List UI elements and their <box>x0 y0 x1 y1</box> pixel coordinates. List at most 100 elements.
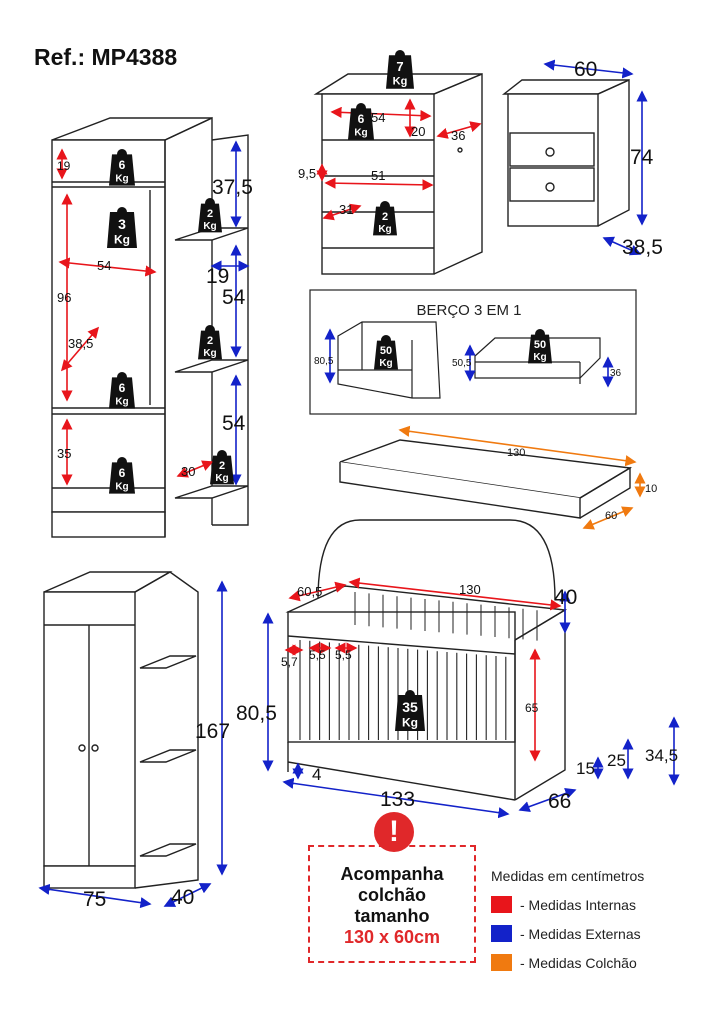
weight-unit: Kg <box>203 221 216 232</box>
crib-dim-133: 133 <box>380 788 415 811</box>
wardrobe-dim-54a: 54 <box>97 258 111 273</box>
notice-line-1: Acompanha <box>340 864 444 884</box>
dresser-dim-9-5: 9,5 <box>298 166 316 181</box>
crib-box-dim-80-5: 80,5 <box>314 356 334 367</box>
weight-unit: Kg <box>115 397 128 408</box>
closed-wardrobe-dim-75: 75 <box>83 888 106 911</box>
weight-value: 2 <box>207 335 213 347</box>
mattress-dim-130: 130 <box>507 447 525 459</box>
crib-dim-5-5b: 5,5 <box>335 648 352 662</box>
wardrobe-dim-37-5: 37,5 <box>212 176 253 199</box>
weight-value: 2 <box>382 211 388 223</box>
wardrobe-dim-96: 96 <box>57 290 71 305</box>
wardrobe-dim-19a: 19 <box>57 159 71 173</box>
weight-unit: Kg <box>115 174 128 185</box>
weight-value: 6 <box>119 466 126 480</box>
wardrobe-dim-38-5: 38,5 <box>68 336 93 351</box>
weight-value: 6 <box>119 381 126 395</box>
nightstand-dim-60: 60 <box>574 58 597 81</box>
closed-wardrobe-drawing <box>43 571 199 889</box>
dresser-dim-31: 31 <box>339 202 353 217</box>
crib-dim-66: 66 <box>548 790 571 813</box>
wardrobe-dim-19b: 19 <box>206 265 229 288</box>
weight-icon <box>374 340 398 370</box>
internal-dimension-lines <box>56 98 562 762</box>
nightstand-drawing <box>501 78 630 227</box>
crib-dim-34-5: 34,5 <box>645 746 678 765</box>
weight-badge: 2Kg <box>373 201 397 236</box>
weight-value: 7 <box>396 59 403 74</box>
weight-icon <box>198 330 222 360</box>
crib-dim-130: 130 <box>459 582 481 597</box>
weight-value: 2 <box>219 460 225 472</box>
weight-unit: Kg <box>533 352 546 363</box>
notice-line-2: colchão <box>357 885 427 905</box>
crib-dim-25: 25 <box>607 751 626 770</box>
legend-label-internal: - Medidas Internas <box>520 896 636 913</box>
notice-line-3: tamanho <box>354 906 430 926</box>
legend-item-internal: - Medidas Internas <box>491 890 644 919</box>
weight-icon <box>395 695 425 731</box>
weight-badge: 2Kg <box>198 198 222 233</box>
legend-swatch-orange <box>491 954 512 971</box>
legend-item-external: - Medidas Externas <box>491 919 644 948</box>
weight-value: 50 <box>380 345 392 357</box>
weight-icon <box>348 108 374 140</box>
legend-swatch-blue <box>491 925 512 942</box>
legend-item-mattress: - Medidas Colchão <box>491 948 644 977</box>
weight-icon <box>109 462 135 494</box>
weight-icon <box>386 55 414 89</box>
dresser-drawing <box>313 72 483 275</box>
nightstand-dim-74: 74 <box>630 146 654 169</box>
dresser-dim-36: 36 <box>451 128 465 143</box>
mattress-dim-10: 10 <box>645 483 657 495</box>
notice-line-4: 130 x 60cm <box>343 927 441 947</box>
weight-badge: 2Kg <box>198 325 222 360</box>
crib-box-dim-50-5: 50,5 <box>452 358 472 369</box>
weight-value: 35 <box>402 699 418 715</box>
crib-dim-40: 40 <box>554 586 577 609</box>
weight-value: 6 <box>119 158 126 172</box>
mattress-drawing <box>339 439 633 519</box>
weight-badge: 6Kg <box>109 372 135 409</box>
legend-heading: Medidas em centímetros <box>491 868 645 884</box>
wardrobe-dim-54b: 54 <box>222 286 246 309</box>
weight-badge: 6Kg <box>348 103 374 140</box>
weight-unit: Kg <box>402 716 418 730</box>
crib-dim-15: 15 <box>576 759 595 778</box>
measurement-legend: Medidas em centímetros - Medidas Interna… <box>491 868 644 977</box>
crib-dim-65: 65 <box>525 701 539 715</box>
crib-box-dim-36: 36 <box>610 368 622 379</box>
crib-dim-60-5: 60,5 <box>297 584 322 599</box>
wardrobe-dim-54c: 54 <box>222 412 246 435</box>
weight-icon <box>528 334 552 364</box>
weight-unit: Kg <box>378 224 391 235</box>
weight-icon <box>109 377 135 409</box>
crib-slats <box>299 592 538 740</box>
dresser-dim-54: 54 <box>371 110 385 125</box>
wardrobe-dim-30: 30 <box>181 464 195 479</box>
closed-wardrobe-dim-167: 167 <box>195 720 230 743</box>
weight-badge: 7Kg <box>386 50 414 89</box>
reference-title: Ref.: MP4388 <box>34 44 178 70</box>
weight-icon <box>107 212 137 248</box>
legend-label-mattress: - Medidas Colchão <box>520 954 637 971</box>
weight-badge: 6Kg <box>109 149 135 186</box>
legend-swatch-red <box>491 896 512 913</box>
weight-value: 2 <box>207 208 213 220</box>
dimension-labels: 19 37,5 54 96 38,5 19 54 54 35 30 167 75… <box>57 58 678 911</box>
closed-wardrobe-dim-40: 40 <box>171 886 194 909</box>
dresser-dim-20: 20 <box>411 124 425 139</box>
weight-unit: Kg <box>114 233 130 247</box>
crib-dim-5-7: 5,7 <box>281 655 298 669</box>
weight-unit: Kg <box>203 348 216 359</box>
weight-value: 3 <box>118 216 126 232</box>
external-dimension-lines <box>38 59 680 909</box>
weight-badge: 3Kg <box>107 207 137 248</box>
weight-icon <box>198 203 222 233</box>
